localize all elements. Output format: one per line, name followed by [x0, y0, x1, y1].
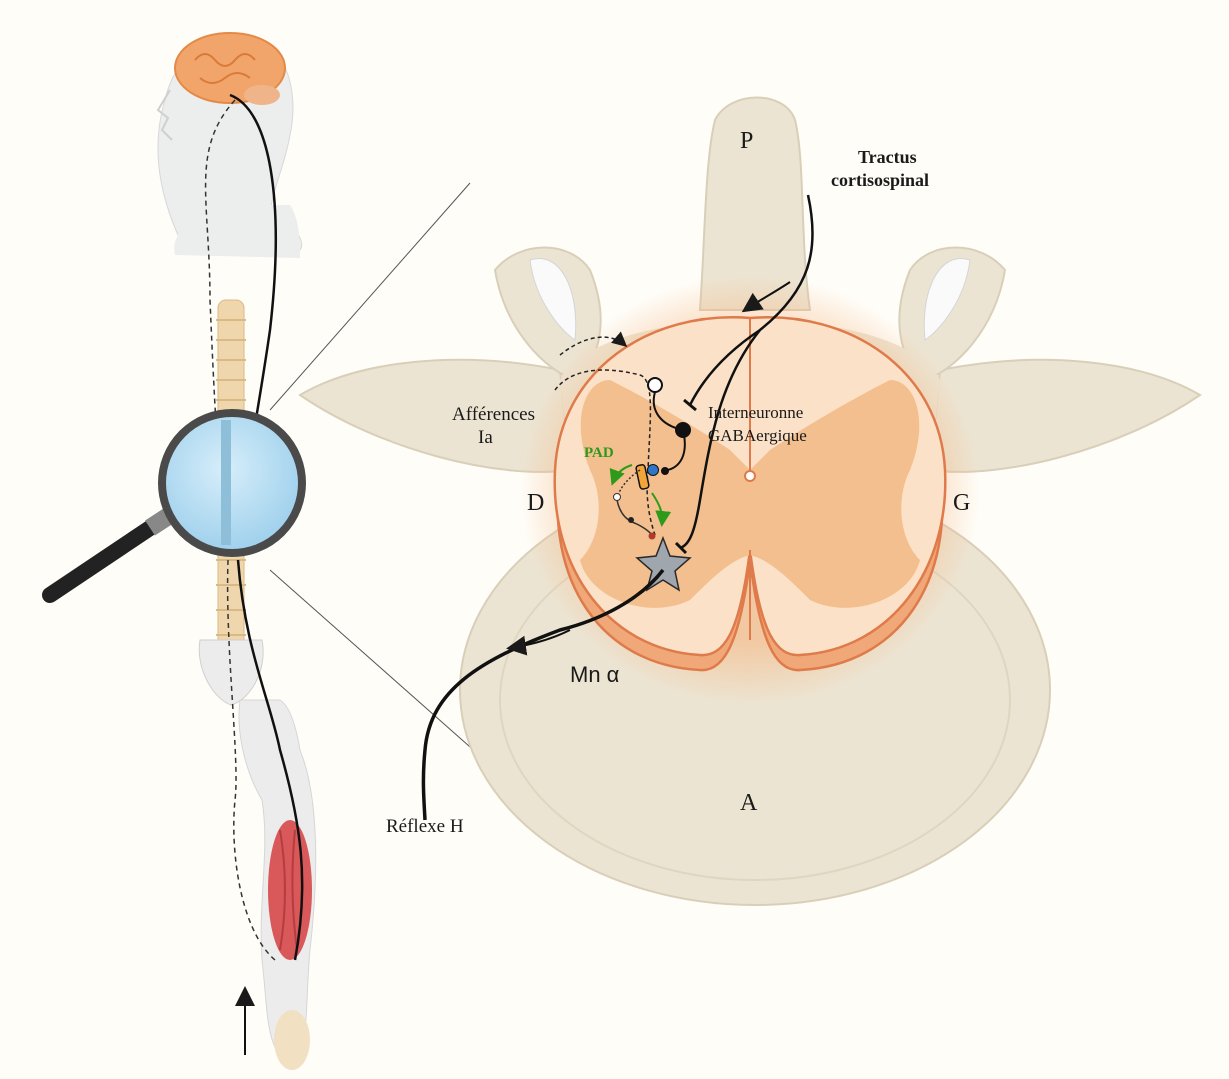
synapse-red	[649, 533, 656, 540]
synapse-blue	[648, 465, 659, 476]
body-overview	[50, 33, 530, 1070]
label-tract-line1: Tractus	[858, 147, 917, 167]
label-tract-line2: cortisospinal	[831, 170, 929, 190]
label-interneuron-line1: Interneuronne	[708, 403, 803, 422]
label-right-side: G	[953, 490, 970, 516]
label-anterior: A	[740, 790, 758, 816]
magnifier-icon	[50, 413, 302, 595]
label-reflex: Réflexe H	[386, 816, 464, 837]
label-motoneuron: Mn α	[570, 662, 620, 687]
label-afferents-line2: Ia	[478, 427, 493, 448]
label-pad: PAD	[584, 445, 614, 461]
label-afferents-line1: Afférences	[452, 404, 535, 425]
label-left-side: D	[527, 490, 544, 516]
leg-silhouette	[239, 700, 316, 1070]
label-posterior: P	[740, 128, 753, 154]
central-canal	[745, 471, 755, 481]
spinal-cord	[520, 275, 980, 705]
label-interneuron-line2: GABAergique	[708, 426, 807, 445]
calf-muscle-icon	[268, 820, 312, 960]
interneuron-terminal-open	[648, 378, 662, 392]
